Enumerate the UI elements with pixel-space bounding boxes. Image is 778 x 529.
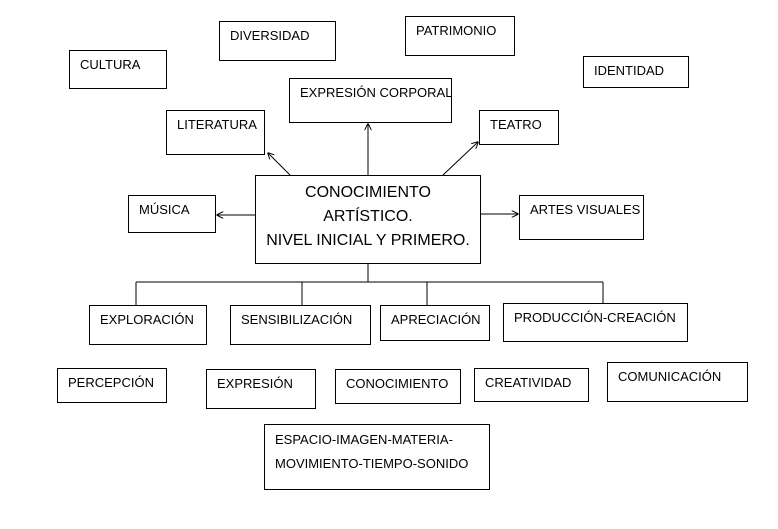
elementos-line-1: ESPACIO-IMAGEN-MATERIA-	[275, 432, 453, 447]
arrow-literatura	[268, 153, 291, 176]
label-musica: MÚSICA	[139, 202, 190, 217]
label-artes-visuales: ARTES VISUALES	[530, 202, 641, 217]
box-conocimiento: CONOCIMIENTO	[335, 369, 461, 404]
label-produccion-creacion: PRODUCCIÓN-CREACIÓN	[514, 310, 676, 325]
label-expresion: EXPRESIÓN	[217, 376, 293, 391]
box-comunicacion: COMUNICACIÓN	[607, 362, 748, 402]
label-expresion-corporal: EXPRESIÓN CORPORAL	[300, 85, 453, 100]
label-identidad: IDENTIDAD	[594, 63, 665, 78]
box-artes-visuales: ARTES VISUALES	[519, 195, 644, 240]
center-line-3: NIVEL INICIAL Y PRIMERO.	[266, 232, 470, 249]
box-patrimonio: PATRIMONIO	[405, 16, 515, 56]
label-literatura: LITERATURA	[177, 117, 257, 132]
center-line-2: ARTÍSTICO.	[323, 208, 413, 225]
box-diversidad: DIVERSIDAD	[219, 21, 336, 61]
label-sensibilizacion: SENSIBILIZACIÓN	[241, 312, 353, 327]
label-conocimiento: CONOCIMIENTO	[346, 376, 449, 391]
elementos-line-2: MOVIMIENTO-TIEMPO-SONIDO	[275, 456, 469, 471]
box-teatro: TEATRO	[479, 110, 559, 145]
label-creatividad: CREATIVIDAD	[485, 375, 572, 390]
label-patrimonio: PATRIMONIO	[416, 23, 497, 38]
box-creatividad: CREATIVIDAD	[474, 368, 589, 402]
box-expresion-corporal: EXPRESIÓN CORPORAL	[289, 78, 452, 123]
label-comunicacion: COMUNICACIÓN	[618, 369, 722, 384]
label-teatro: TEATRO	[490, 117, 542, 132]
box-musica: MÚSICA	[128, 195, 216, 233]
arrow-teatro	[442, 142, 478, 176]
box-percepcion: PERCEPCIÓN	[57, 368, 167, 403]
label-apreciacion: APRECIACIÓN	[391, 312, 481, 327]
label-exploracion: EXPLORACIÓN	[100, 312, 194, 327]
box-conocimiento-artistico: CONOCIMIENTO ARTÍSTICO. NIVEL INICIAL Y …	[255, 175, 481, 264]
box-apreciacion: APRECIACIÓN	[380, 305, 490, 341]
box-cultura: CULTURA	[69, 50, 167, 89]
box-literatura: LITERATURA	[166, 110, 265, 155]
center-line-1: CONOCIMIENTO	[305, 184, 431, 201]
label-cultura: CULTURA	[80, 57, 141, 72]
box-produccion-creacion: PRODUCCIÓN-CREACIÓN	[503, 303, 688, 342]
box-exploracion: EXPLORACIÓN	[89, 305, 207, 345]
label-diversidad: DIVERSIDAD	[230, 28, 310, 43]
label-percepcion: PERCEPCIÓN	[68, 375, 154, 390]
box-identidad: IDENTIDAD	[583, 56, 689, 88]
box-elementos: ESPACIO-IMAGEN-MATERIA- MOVIMIENTO-TIEMP…	[264, 424, 490, 490]
box-expresion: EXPRESIÓN	[206, 369, 316, 409]
box-sensibilizacion: SENSIBILIZACIÓN	[230, 305, 371, 345]
